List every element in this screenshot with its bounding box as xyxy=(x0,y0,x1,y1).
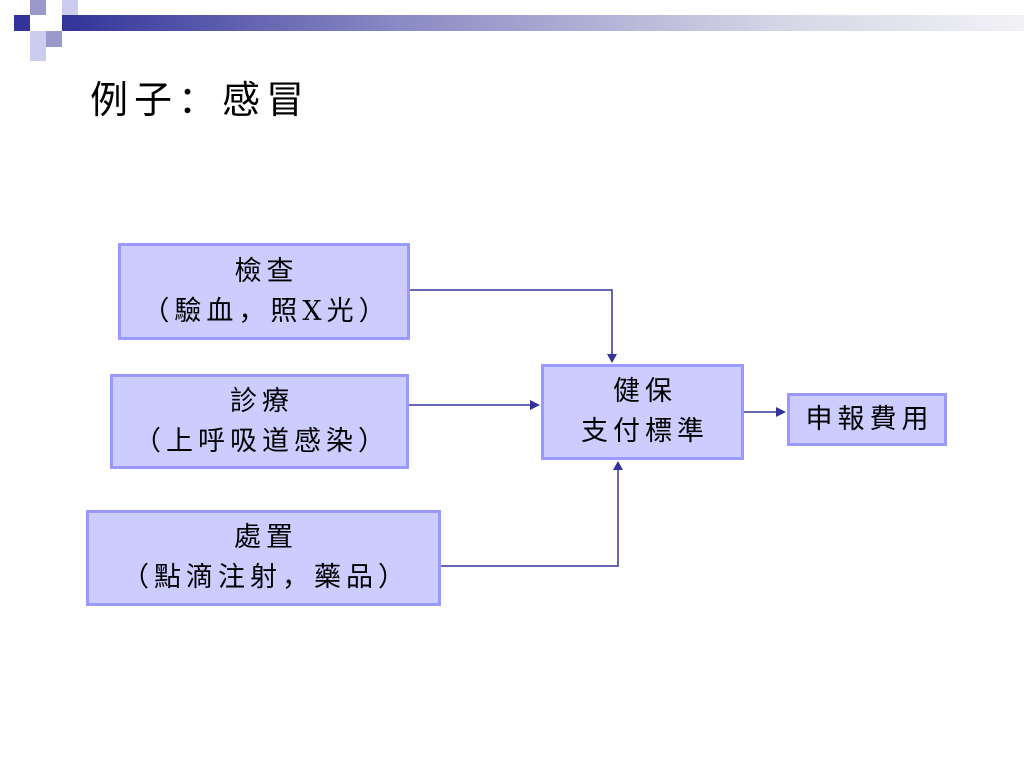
node-checkup-detail: （驗血，照X光） xyxy=(142,295,391,327)
node-checkup: 檢查 （驗血，照X光） xyxy=(118,243,410,340)
node-treatment: 診療 （上呼吸道感染） xyxy=(110,374,409,469)
header-decoration-square xyxy=(46,31,62,47)
header-decoration-square xyxy=(62,0,78,15)
arrowhead xyxy=(776,407,786,417)
arrowhead xyxy=(607,354,617,363)
node-claim: 申報費用 xyxy=(787,393,947,446)
node-treatment-detail: （上呼吸道感染） xyxy=(134,425,390,457)
node-payment-standard-line1: 健保 xyxy=(613,376,677,407)
arrow-line xyxy=(441,469,619,567)
arrowhead xyxy=(530,400,540,410)
header-decoration-square xyxy=(30,31,46,47)
node-disposal: 處置 （點滴注射，藥品） xyxy=(86,510,441,606)
header-decoration-square xyxy=(14,15,30,31)
header-gradient-bar xyxy=(62,15,1024,31)
slide-title: 例子：感冒 xyxy=(90,78,311,122)
node-payment-standard-line2: 支付標準 xyxy=(581,416,709,447)
node-disposal-detail: （點滴注射，藥品） xyxy=(122,562,410,593)
arrowhead xyxy=(613,461,623,470)
arrow-line xyxy=(410,289,613,355)
arrow-standard-to-claim xyxy=(744,407,786,417)
node-claim-label: 申報費用 xyxy=(805,403,934,435)
node-checkup-title: 檢查 xyxy=(234,255,299,287)
node-payment-standard: 健保 支付標準 xyxy=(541,364,744,460)
header-decoration-square xyxy=(30,0,46,15)
node-treatment-title: 診療 xyxy=(230,385,294,417)
arrow-checkup-to-standard xyxy=(410,289,617,363)
header-decoration-square xyxy=(30,47,46,61)
arrow-disposal-to-standard xyxy=(441,461,623,567)
node-disposal-title: 處置 xyxy=(234,522,298,553)
arrow-treatment-to-standard xyxy=(409,400,540,410)
